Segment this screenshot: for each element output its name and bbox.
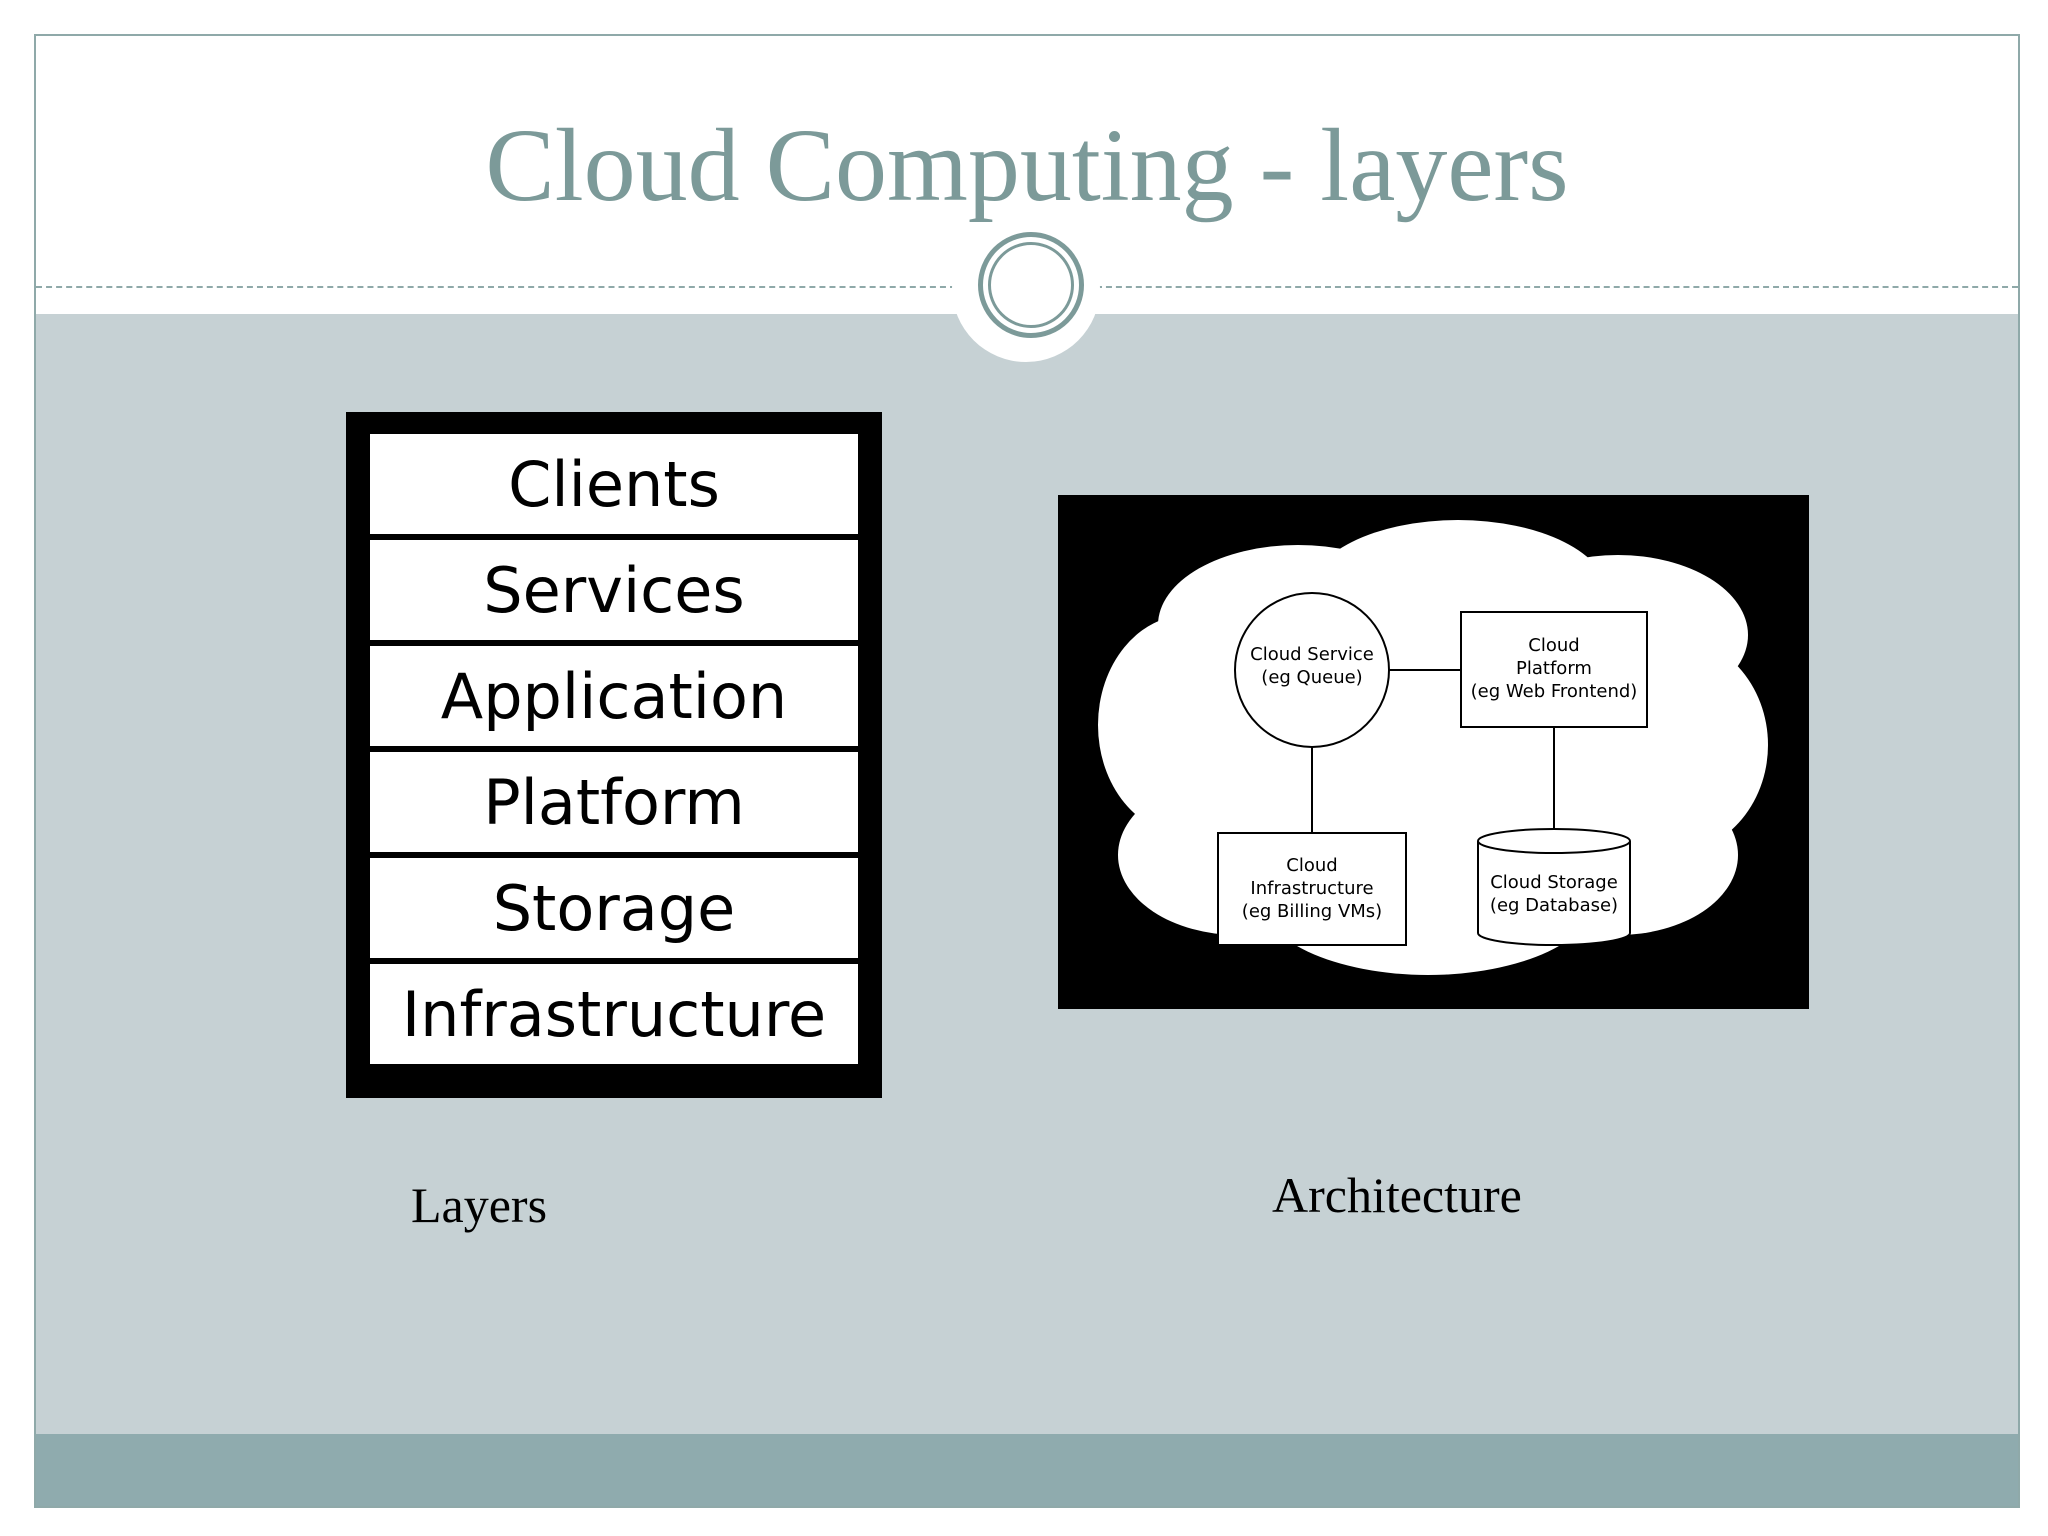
header-divider-right (1096, 286, 2018, 288)
layers-diagram: Clients Services Application Platform St… (346, 412, 882, 1098)
cloud-platform-example: (eg Web Frontend) (1471, 681, 1638, 702)
cloud-platform-label-2: Platform (1516, 658, 1592, 679)
circle-ornament-icon (978, 232, 1084, 338)
layer-storage: Storage (368, 856, 860, 960)
architecture-caption: Architecture (1272, 1167, 1522, 1223)
cloud-storage-example: (eg Database) (1490, 895, 1618, 916)
footer-bar (36, 1434, 2018, 1506)
slide-frame: Cloud Computing - layers Clients Service… (34, 34, 2020, 1508)
cloud-platform-label-1: Cloud (1528, 635, 1579, 656)
cloud-storage-node (1477, 828, 1631, 946)
layer-platform: Platform (368, 750, 860, 854)
slide-title: Cloud Computing - layers (485, 108, 1569, 223)
layer-clients: Clients (368, 432, 860, 536)
architecture-diagram: Cloud Service (eg Queue) Cloud Platform … (1058, 495, 1809, 1009)
cloud-service-node (1234, 592, 1390, 748)
cloud-infrastructure-label-2: Infrastructure (1250, 878, 1373, 899)
layer-services: Services (368, 538, 860, 642)
cloud-platform-node (1460, 611, 1648, 728)
cloud-shape (1098, 520, 1768, 975)
cloud-infrastructure-node (1217, 832, 1407, 946)
cloud-infrastructure-example: (eg Billing VMs) (1242, 901, 1382, 922)
header-divider-left (36, 286, 956, 288)
layer-infrastructure: Infrastructure (368, 962, 860, 1066)
architecture-svg: Cloud Service (eg Queue) Cloud Platform … (1098, 520, 1768, 975)
layer-application: Application (368, 644, 860, 748)
cloud-service-label: Cloud Service (1250, 644, 1374, 665)
cloud-service-example: (eg Queue) (1261, 667, 1362, 688)
cloud-infrastructure-label-1: Cloud (1286, 855, 1337, 876)
cloud-storage-label: Cloud Storage (1490, 872, 1618, 893)
layers-caption: Layers (411, 1177, 548, 1233)
